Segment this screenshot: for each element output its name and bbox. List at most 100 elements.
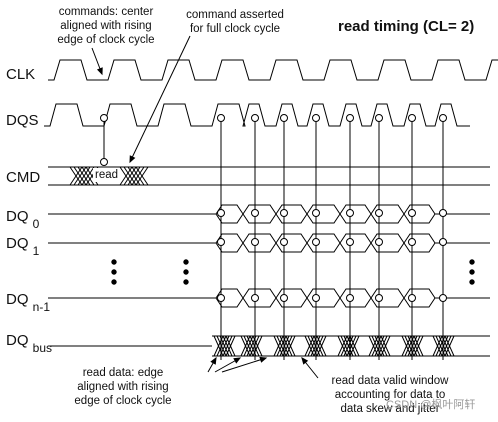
note-line: read data: edge (82, 367, 164, 379)
edge-marker (439, 209, 447, 217)
dq1-waveform-lower (215, 242, 470, 253)
edge-marker (439, 114, 447, 122)
valid-window-note: read data valid window accounting for da… (316, 374, 464, 416)
edge-marker (100, 114, 108, 122)
edge-marker (375, 114, 383, 122)
ellipsis-dot (183, 269, 189, 275)
note-line: edge of clock cycle (57, 34, 155, 46)
watermark: CSDN @枫叶阿轩 (386, 399, 476, 411)
dqbus-hatch (444, 335, 455, 357)
edge-marker (408, 114, 416, 122)
note-line: command asserted (186, 9, 284, 21)
edge-marker (408, 238, 416, 246)
dqbus-hatch (285, 335, 296, 357)
ellipsis-dot (111, 259, 117, 265)
note-line: data skew and jitter (340, 403, 440, 415)
command-asserted-arrow-head (129, 155, 136, 164)
edge-marker (100, 158, 108, 166)
edge-marker (346, 294, 354, 302)
edge-marker (439, 238, 447, 246)
edge-marker (251, 238, 259, 246)
edge-marker (408, 294, 416, 302)
clk-waveform (48, 59, 498, 81)
note-line: read data valid window (331, 375, 449, 387)
read-data-edge-note: read data: edge aligned with rising edge… (60, 366, 186, 408)
dqbus-hatch (346, 335, 357, 357)
edge-marker (375, 294, 383, 302)
note-line: commands: center (58, 6, 154, 18)
edge-marker (312, 114, 320, 122)
dqs-waveform (44, 103, 470, 127)
edge-marker (251, 209, 259, 217)
dq1-subscript: 1 (32, 244, 40, 258)
cmd-hatch (135, 166, 149, 186)
dqbus-hatch (225, 335, 236, 357)
note-line: for full clock cycle (189, 23, 281, 35)
dq1-label: DQ 1 (6, 235, 39, 258)
read-data-edge-arrow-head (233, 357, 242, 364)
dqbus-subscript: bus (32, 341, 53, 355)
edge-marker (375, 238, 383, 246)
ellipsis-dot (469, 269, 475, 275)
edge-marker (312, 209, 320, 217)
ellipsis-dot (183, 279, 189, 285)
edge-marker (217, 114, 225, 122)
edge-marker (312, 238, 320, 246)
edge-marker (280, 238, 288, 246)
dqbus-hatch (222, 335, 233, 357)
cmd-hatch (81, 166, 95, 186)
dqn-label: DQ n-1 (6, 291, 50, 314)
note-line: edge of clock cycle (74, 395, 172, 407)
ellipsis-dot (183, 259, 189, 265)
edge-marker (217, 209, 225, 217)
note-line: aligned with rising (77, 381, 169, 393)
note-line: accounting for data to (334, 389, 446, 401)
edge-marker (217, 294, 225, 302)
edge-marker (408, 209, 416, 217)
edge-marker (251, 114, 259, 122)
dqn-subscript: n-1 (32, 300, 51, 314)
edge-marker (280, 209, 288, 217)
edge-marker (439, 294, 447, 302)
dqn-waveform-upper (215, 288, 470, 299)
dqbus-hatch (413, 335, 424, 357)
note-line: aligned with rising (60, 20, 152, 32)
dq0-name: DQ (6, 208, 29, 225)
ellipsis-dot (469, 279, 475, 285)
dqbus-hatch (380, 335, 391, 357)
read-command-label: read (93, 168, 121, 182)
edge-marker (346, 209, 354, 217)
dq0-label: DQ 0 (6, 208, 39, 231)
dq1-waveform-upper (215, 233, 470, 244)
commands-center-arrow-head (96, 67, 103, 76)
dqbus-hatch (316, 335, 327, 357)
edge-marker (375, 209, 383, 217)
cmd-label: CMD (6, 169, 41, 186)
edge-marker (251, 294, 259, 302)
edge-marker (346, 114, 354, 122)
dq0-waveform-lower (215, 213, 470, 224)
command-asserted-note: command asserted for full clock cycle (176, 8, 294, 36)
command-asserted-arrow (129, 35, 191, 163)
ellipsis-dot (111, 269, 117, 275)
dqbus-hatch (349, 335, 360, 357)
dqs-label: DQS (6, 112, 39, 129)
cmd-hatch (131, 166, 145, 186)
clk-label: CLK (6, 66, 36, 83)
valid-window-arrow-head (301, 356, 309, 365)
edge-marker (312, 294, 320, 302)
ellipsis-dot (111, 279, 117, 285)
edge-marker (346, 238, 354, 246)
read-data-edge-arrow-head (210, 356, 217, 365)
dq1-name: DQ (6, 235, 29, 252)
edge-marker (280, 114, 288, 122)
commands-center-note: commands: center aligned with rising edg… (46, 5, 166, 47)
dq0-waveform-upper (215, 204, 470, 215)
edge-marker (280, 294, 288, 302)
ellipsis-dot (469, 259, 475, 265)
dqn-name: DQ (6, 291, 29, 308)
edge-marker (217, 238, 225, 246)
diagram-title: read timing (CL= 2) (338, 18, 475, 35)
